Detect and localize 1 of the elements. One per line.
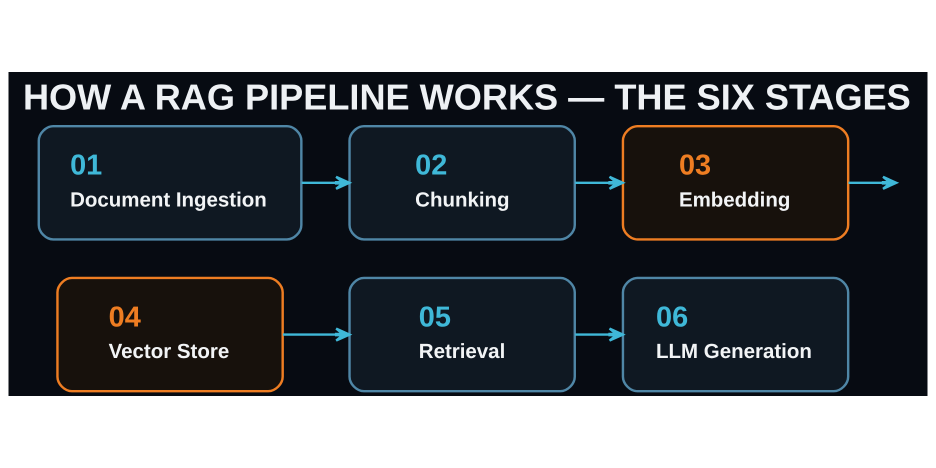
diagram-title: HOW A RAG PIPELINE WORKS — THE SIX STAGES xyxy=(22,76,911,118)
